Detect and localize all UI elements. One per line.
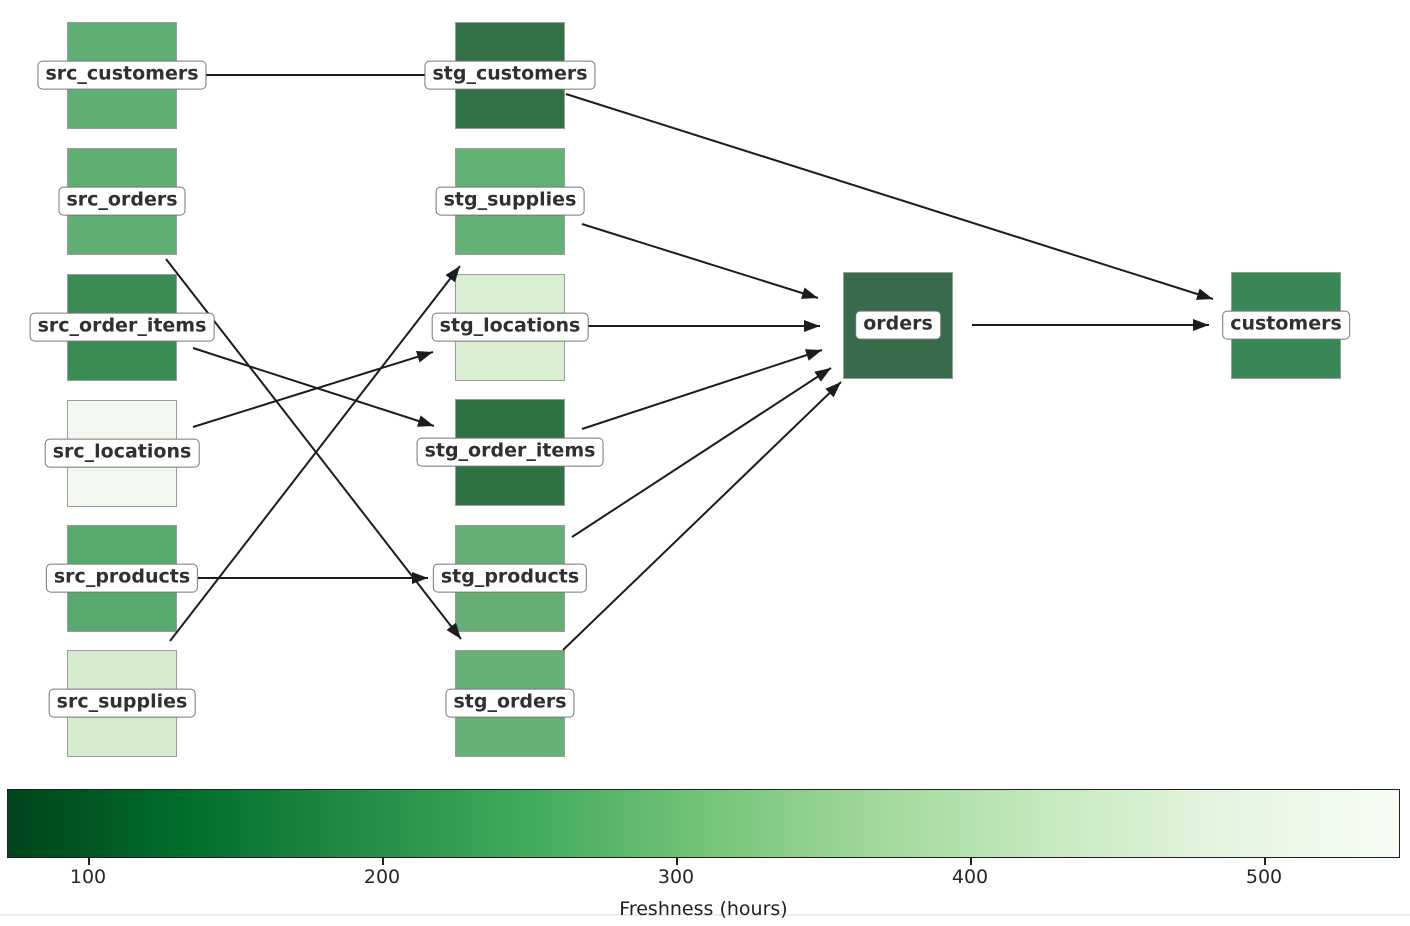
colorbar-tick-400 — [970, 858, 972, 865]
node-label-customers: customers — [1222, 310, 1350, 340]
colorbar-axis-label: Freshness (hours) — [619, 898, 788, 920]
node-label-stg_supplies: stg_supplies — [435, 186, 585, 216]
edge-stg_products-to-orders — [571, 367, 832, 538]
node-label-stg_orders: stg_orders — [445, 688, 575, 718]
edge-src_orders-to-stg_orders — [165, 258, 462, 640]
edge-stg_order_items-to-orders — [581, 349, 823, 430]
node-label-orders: orders — [855, 310, 941, 340]
node-label-src_supplies: src_supplies — [48, 688, 196, 718]
node-label-src_customers: src_customers — [37, 60, 207, 90]
colorbar-ticklabel-300: 300 — [657, 866, 695, 888]
node-label-stg_products: stg_products — [432, 563, 588, 593]
node-label-stg_customers: stg_customers — [424, 60, 596, 90]
node-label-stg_locations: stg_locations — [431, 312, 589, 342]
colorbar-ticklabel-100: 100 — [69, 866, 107, 888]
edge-stg_supplies-to-orders — [581, 223, 819, 299]
figure-bottom-rule — [0, 914, 1410, 916]
colorbar-tick-500 — [1264, 858, 1266, 865]
edge-stg_orders-to-orders — [562, 381, 842, 651]
colorbar-tick-300 — [676, 858, 678, 865]
edge-stg_customers-to-customers — [565, 93, 1214, 300]
colorbar-ticklabel-400: 400 — [951, 866, 989, 888]
edge-src_supplies-to-stg_supplies — [169, 265, 461, 642]
node-label-src_orders: src_orders — [58, 186, 186, 216]
colorbar-tick-200 — [382, 858, 384, 865]
node-label-src_locations: src_locations — [44, 438, 200, 468]
colorbar-ticklabel-500: 500 — [1245, 866, 1283, 888]
colorbar-tick-100 — [88, 858, 90, 865]
colorbar-ticklabel-200: 200 — [363, 866, 401, 888]
node-label-src_products: src_products — [45, 563, 199, 593]
node-label-src_order_items: src_order_items — [29, 312, 215, 342]
edge-src_locations-to-stg_locations — [192, 351, 434, 428]
colorbar-gradient — [7, 789, 1400, 858]
node-label-stg_order_items: stg_order_items — [416, 437, 604, 467]
edge-src_order_items-to-stg_order_items — [192, 347, 435, 427]
